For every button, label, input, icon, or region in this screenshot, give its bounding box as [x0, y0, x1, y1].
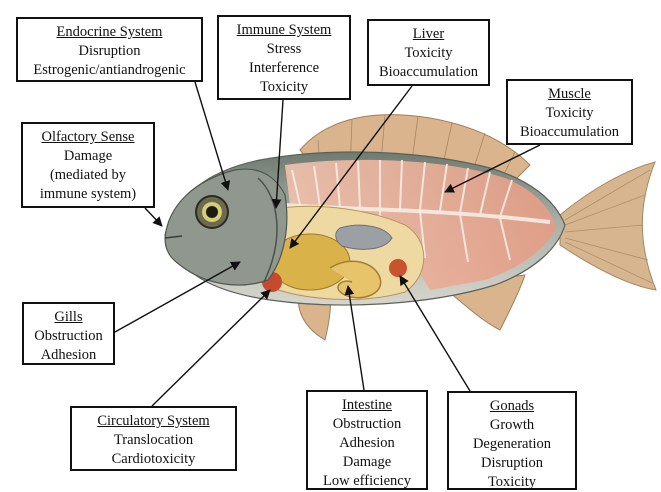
gonad-organ	[389, 259, 407, 277]
endocrine-line: Disruption	[78, 43, 141, 59]
gonads-line: Disruption	[480, 455, 544, 471]
intestine-line: Damage	[342, 454, 392, 470]
gills-line: Obstruction	[34, 328, 103, 344]
arrow-muscle	[444, 144, 541, 193]
immune-title: Immune System	[236, 22, 332, 38]
intestine-callout: Intestine Obstruction Adhesion Damage Lo…	[306, 390, 428, 490]
mouth	[164, 235, 183, 239]
gills-callout: Gills Obstruction Adhesion	[22, 302, 115, 365]
muscle-title: Muscle	[548, 86, 591, 102]
arrow-circulatory	[151, 289, 271, 407]
endocrine-system-callout: Endocrine System Disruption Estrogenic/a…	[16, 17, 203, 82]
immune-line: Stress	[266, 41, 302, 57]
muscle-line: Toxicity	[545, 105, 594, 121]
muscle-line: Bioaccumulation	[519, 124, 620, 140]
gonads-callout: Gonads Growth Degeneration Disruption To…	[447, 391, 577, 490]
arrow-liver	[289, 85, 413, 249]
intestine-line: Low efficiency	[323, 473, 411, 489]
gonads-line: Toxicity	[487, 474, 537, 490]
intestine-line: Adhesion	[339, 435, 395, 451]
arrow-immune	[271, 99, 284, 209]
liver-line: Bioaccumulation	[378, 64, 479, 80]
gonads-line: Growth	[489, 417, 535, 433]
olfactory-line: Damage	[63, 148, 113, 164]
olfactory-sense-callout: Olfactory Sense Damage (mediated by immu…	[21, 122, 155, 208]
endocrine-title: Endocrine System	[56, 24, 163, 40]
muscle-callout: Muscle Toxicity Bioaccumulation	[506, 79, 633, 145]
intestine-line: Obstruction	[332, 416, 402, 432]
olfactory-title: Olfactory Sense	[41, 129, 135, 145]
immune-system-callout: Immune System Stress Interference Toxici…	[217, 15, 351, 100]
immune-line: Interference	[248, 60, 320, 76]
gill-cover	[257, 177, 278, 283]
olfactory-line: (mediated by	[49, 167, 127, 183]
arrow-endocrine	[194, 81, 231, 191]
fish-head	[164, 168, 288, 286]
gills-line: Adhesion	[40, 347, 97, 363]
tail-fin	[559, 161, 657, 291]
circulatory-system-callout: Circulatory System Translocation Cardiot…	[70, 406, 237, 471]
arrow-olfactory	[144, 207, 163, 227]
gonads-line: Degeneration	[472, 436, 552, 452]
arrow-intestine	[344, 285, 365, 391]
immune-line: Toxicity	[259, 79, 309, 95]
circulatory-line: Cardiotoxicity	[111, 451, 196, 467]
gonads-title: Gonads	[489, 398, 535, 414]
arrow-gills	[114, 261, 241, 333]
circulatory-title: Circulatory System	[97, 413, 210, 429]
liver-callout: Liver Toxicity Bioaccumulation	[367, 19, 490, 86]
endocrine-line: Estrogenic/antiandrogenic	[33, 62, 186, 78]
liver-title: Liver	[412, 26, 445, 42]
gills-title: Gills	[54, 309, 83, 325]
intestine-organ	[329, 260, 382, 299]
intestine-title: Intestine	[342, 397, 392, 413]
swim-bladder	[335, 224, 393, 250]
olfactory-line: immune system)	[39, 186, 137, 202]
liver-line: Toxicity	[404, 45, 453, 61]
arrow-gonads	[399, 275, 471, 392]
circulatory-line: Translocation	[113, 432, 194, 448]
